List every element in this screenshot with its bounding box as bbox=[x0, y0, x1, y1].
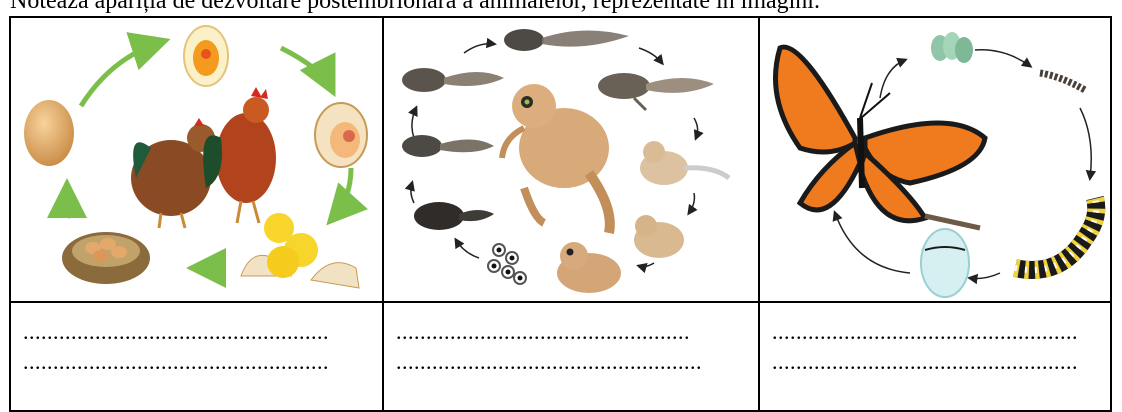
frog-life-cycle-cell bbox=[383, 17, 759, 302]
cycle-arrow bbox=[689, 193, 694, 213]
hatching-chicks-icon bbox=[241, 213, 359, 288]
caterpillar-icon bbox=[1015, 198, 1096, 270]
frog-life-cycle-illustration bbox=[384, 18, 759, 301]
tadpole-icon bbox=[402, 135, 494, 157]
cycle-arrow bbox=[412, 108, 416, 138]
cycle-arrow bbox=[639, 48, 662, 63]
hen-and-rooster-icon bbox=[131, 87, 276, 228]
frog-spawn-icon bbox=[488, 244, 526, 284]
cycle-arrow bbox=[333, 168, 351, 218]
answer-line[interactable]: ........................................… bbox=[772, 317, 1110, 347]
cycle-arrow bbox=[694, 118, 698, 138]
cycle-arrow bbox=[464, 44, 494, 53]
answer-line[interactable]: ........................................… bbox=[772, 347, 1110, 377]
tadpole-icon bbox=[402, 68, 504, 92]
worksheet-table: ........................................… bbox=[9, 16, 1112, 412]
froglet-icon bbox=[640, 141, 729, 185]
cycle-arrow bbox=[970, 273, 1000, 278]
butterfly-eggs-icon bbox=[931, 32, 973, 63]
butterfly-life-cycle-illustration bbox=[760, 18, 1111, 301]
worksheet-heading: Notează apariția de dezvoltare postembri… bbox=[10, 0, 820, 15]
cycle-arrow bbox=[81, 42, 161, 106]
larva-icon bbox=[1040, 73, 1085, 90]
tadpole-with-legs-icon bbox=[598, 73, 714, 110]
frog-answer-cell[interactable]: ........................................… bbox=[383, 302, 759, 411]
butterfly-answer-cell[interactable]: ........................................… bbox=[759, 302, 1111, 411]
answer-line[interactable]: ........................................… bbox=[396, 317, 758, 347]
cycle-arrow bbox=[1080, 108, 1091, 178]
adult-frog-icon bbox=[502, 84, 610, 233]
tadpole-icon bbox=[504, 29, 629, 51]
cycle-arrow bbox=[880, 60, 905, 98]
chrysalis-icon bbox=[921, 216, 980, 297]
cycle-arrow bbox=[975, 50, 1030, 66]
froglet-icon bbox=[634, 215, 684, 258]
cycle-arrow bbox=[456, 240, 479, 258]
egg-icon bbox=[24, 100, 74, 166]
picture-row bbox=[10, 17, 1111, 302]
hen-life-cycle-illustration bbox=[11, 18, 383, 301]
hen-life-cycle-cell bbox=[10, 17, 383, 302]
answer-line[interactable]: ........................................… bbox=[23, 317, 382, 347]
cycle-arrow bbox=[281, 48, 331, 88]
cycle-arrow bbox=[67, 188, 71, 218]
answer-line[interactable]: ........................................… bbox=[396, 347, 758, 377]
hen-answer-cell[interactable]: ........................................… bbox=[10, 302, 383, 411]
nest-icon bbox=[62, 232, 150, 284]
butterfly-icon bbox=[776, 47, 986, 221]
tadpole-icon bbox=[414, 202, 494, 230]
answer-line[interactable]: ........................................… bbox=[23, 347, 382, 377]
cycle-arrow bbox=[411, 183, 414, 203]
froglet-icon bbox=[557, 242, 621, 293]
cycle-arrow bbox=[639, 263, 654, 267]
butterfly-life-cycle-cell bbox=[759, 17, 1111, 302]
answer-row: ........................................… bbox=[10, 302, 1111, 411]
